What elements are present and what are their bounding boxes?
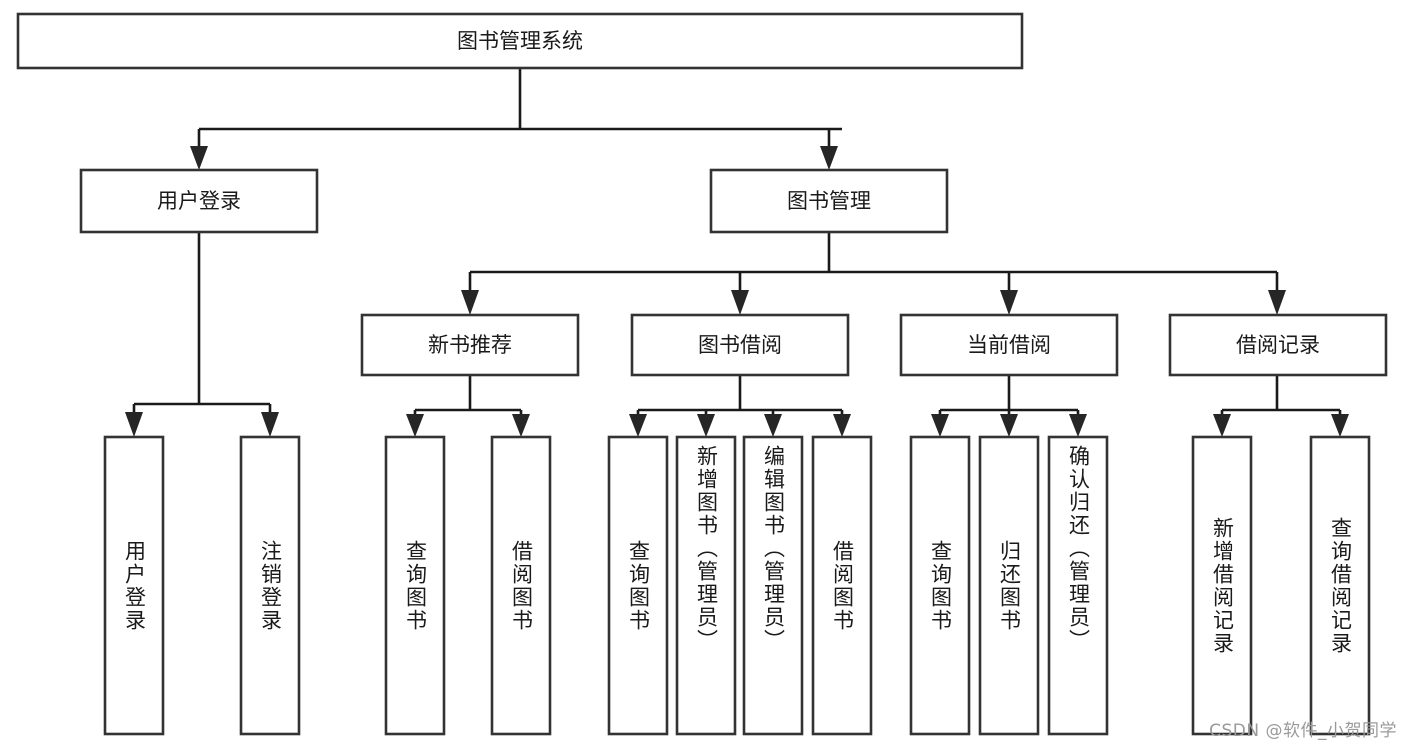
- leaf-box-query-book-2[interactable]: [607, 435, 669, 736]
- leaf-box-borrow-book-1[interactable]: [490, 435, 552, 736]
- connector-newbook-to-leaves: [406, 375, 530, 437]
- node-book-borrow-label: 图书借阅: [698, 333, 782, 357]
- node-user-login[interactable]: 用户登录: [79, 168, 319, 234]
- leaf-box-query-book-1[interactable]: [384, 435, 446, 736]
- leaf-box-add-record[interactable]: [1191, 435, 1253, 736]
- node-borrow-record[interactable]: 借阅记录: [1168, 313, 1388, 377]
- node-current-borrow[interactable]: 当前借阅: [899, 313, 1119, 377]
- leaf-box-query-record[interactable]: [1309, 435, 1371, 736]
- node-current-borrow-label: 当前借阅: [967, 333, 1051, 357]
- node-new-book-rec-label: 新书推荐: [428, 333, 512, 357]
- node-book-borrow[interactable]: 图书借阅: [630, 313, 850, 377]
- leaf-box-edit-book[interactable]: [742, 435, 804, 736]
- leaf-box-user-logout[interactable]: [239, 435, 301, 736]
- connector-bookmanage-to-level2: [461, 232, 1286, 315]
- connector-bookborrow-to-leaves: [629, 375, 851, 437]
- node-new-book-rec[interactable]: 新书推荐: [360, 313, 580, 377]
- leaf-box-return-book[interactable]: [978, 435, 1040, 736]
- node-book-manage-label: 图书管理: [787, 189, 871, 213]
- leaf-box-borrow-book-2[interactable]: [811, 435, 873, 736]
- leaf-box-add-book[interactable]: [675, 435, 737, 736]
- leaf-box-query-book-3[interactable]: [909, 435, 971, 736]
- node-root[interactable]: 图书管理系统: [16, 12, 1024, 70]
- watermark: CSDN @软件_小贺同学: [1209, 721, 1397, 741]
- connector-userlogin-to-leaves: [125, 232, 279, 437]
- leaf-box-user-login[interactable]: [103, 435, 165, 736]
- leaf-boxes: [103, 435, 1371, 736]
- connector-currentborrow-to-leaves: [931, 375, 1087, 437]
- node-user-login-label: 用户登录: [157, 189, 241, 213]
- node-borrow-record-label: 借阅记录: [1236, 333, 1320, 357]
- connector-root-to-level1: [190, 68, 842, 170]
- node-book-manage[interactable]: 图书管理: [709, 168, 949, 234]
- node-root-label: 图书管理系统: [457, 29, 583, 53]
- connector-borrowrecord-to-leaves: [1213, 375, 1349, 437]
- leaf-box-confirm-return[interactable]: [1047, 435, 1109, 736]
